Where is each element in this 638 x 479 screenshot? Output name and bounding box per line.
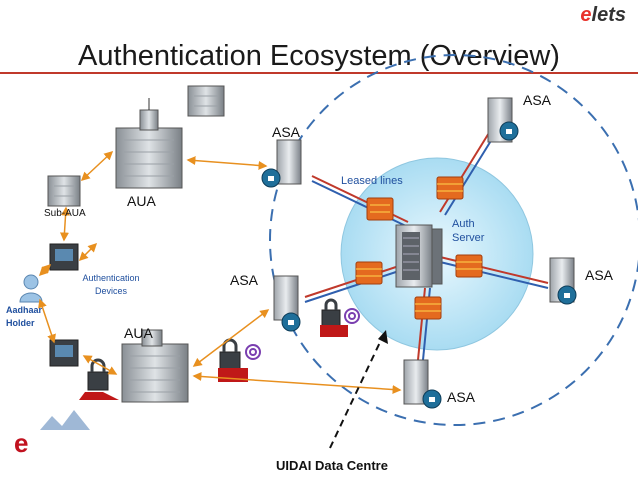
- terminal-icon: [49, 243, 79, 367]
- auth-server-label: Auth Server: [452, 218, 485, 244]
- svg-text:e: e: [14, 428, 28, 458]
- asa-label-4: ASA: [230, 272, 259, 288]
- asa-label-2: ASA: [523, 92, 552, 108]
- aua-label-top: AUA: [127, 193, 156, 209]
- data-centre-pointer: [329, 330, 388, 449]
- asa-label-1: ASA: [272, 124, 301, 140]
- auth-devices-label: Authentication Devices: [82, 273, 140, 296]
- slide-title: Authentication Ecosystem (Overview): [78, 40, 560, 72]
- data-centre-label: UIDAI Data Centre: [276, 458, 388, 473]
- aadhaar-holder-label: Aadhaar Holder: [6, 305, 43, 328]
- user-icon: [19, 274, 43, 303]
- leased-lines-label: Leased lines: [341, 175, 403, 187]
- asa-label-3: ASA: [585, 267, 614, 283]
- auth-server-icon: [395, 224, 443, 288]
- connection-arrows: [38, 150, 402, 394]
- firewall-icon: [355, 176, 483, 320]
- title-underline: [0, 72, 638, 74]
- aua-label-bottom: AUA: [124, 325, 153, 341]
- asa-network-ring: [269, 54, 638, 426]
- sub-aua-label: Sub-AUA: [44, 208, 86, 219]
- asa-label-5: ASA: [447, 389, 476, 405]
- secure-packet-icon: [79, 298, 348, 400]
- state-emblem-logo: e: [14, 410, 90, 458]
- brand-logo: elets: [580, 4, 626, 26]
